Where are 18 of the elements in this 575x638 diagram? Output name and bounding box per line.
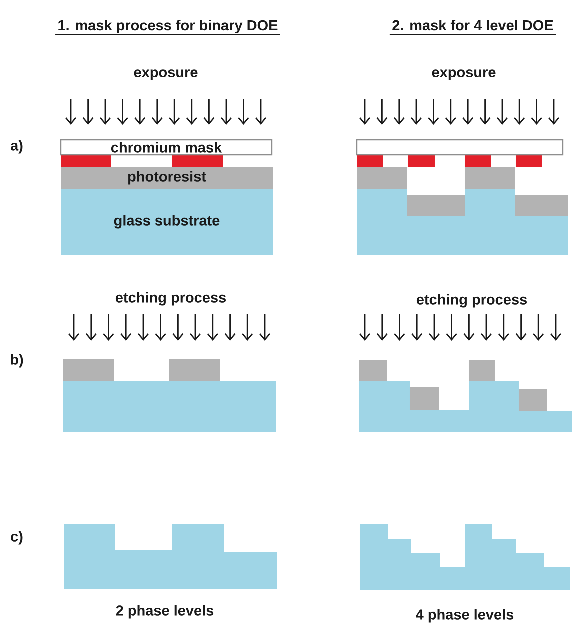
- column-heading: 1. mask process for binary DOE: [55, 20, 281, 36]
- substrate-layer: glass substrate: [61, 189, 273, 255]
- column-heading: 2. mask for 4 level DOE: [389, 20, 556, 36]
- photoresist-layer: photoresist: [61, 167, 273, 189]
- process-label: exposure: [432, 70, 496, 80]
- substrate-profile: [360, 524, 570, 590]
- mask-plate: chromium mask: [60, 139, 273, 156]
- row-label: b): [11, 354, 24, 368]
- substrate-profile: [357, 189, 568, 255]
- node-label: 4 phase levels: [416, 609, 514, 623]
- node-label: 2 phase levels: [116, 605, 214, 619]
- process-label: etching process: [416, 294, 527, 308]
- row-label: a): [10, 140, 23, 154]
- process-label: etching process: [116, 292, 226, 306]
- mask-plate: [356, 139, 564, 156]
- row-label: c): [11, 531, 23, 545]
- substrate-profile: [64, 524, 277, 589]
- process-label: exposure: [134, 70, 198, 80]
